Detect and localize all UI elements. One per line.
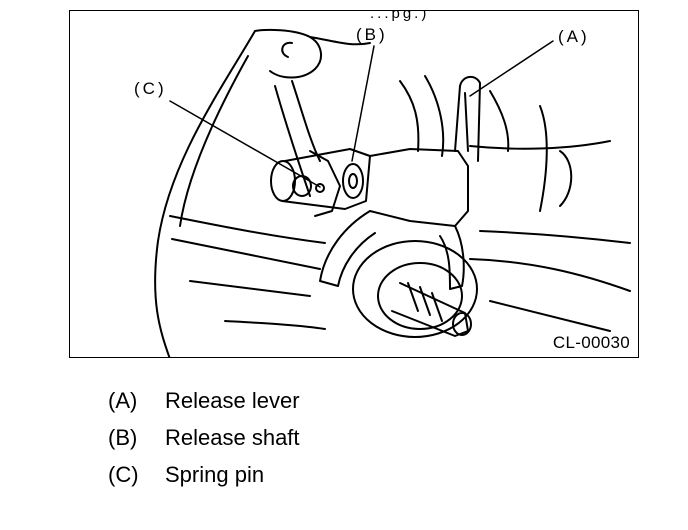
housing-right-curve: [469, 258, 631, 292]
spring-pin: [315, 183, 325, 193]
bearing-outer: [352, 240, 478, 338]
housing-right-curve: [559, 150, 573, 207]
shaft-spline: [407, 282, 419, 312]
shaft-spline: [431, 292, 443, 322]
leader-line-b: [351, 45, 375, 162]
housing-outer-arc: [154, 30, 256, 357]
release-lever-body: [369, 148, 469, 227]
housing-right-curve: [399, 80, 420, 152]
housing-rib: [274, 85, 311, 197]
housing-right-curve: [489, 90, 510, 152]
housing-rib: [224, 320, 326, 330]
clutch-release-mechanism-drawing: [154, 28, 631, 357]
figure-code: CL-00030: [552, 333, 630, 352]
release-shaft: [281, 148, 371, 210]
release-lever-arm-edge: [464, 92, 469, 152]
bearing-inner: [377, 262, 463, 330]
legend-key: (C): [108, 462, 139, 487]
bracket-ridge: [309, 36, 371, 46]
callout-b: (B): [356, 25, 388, 44]
housing-right-curve: [424, 75, 445, 157]
housing-rib: [291, 80, 321, 162]
housing-right-curve: [539, 105, 548, 212]
shaft-end: [270, 160, 296, 202]
input-shaft-end: [452, 312, 472, 336]
housing-right-curve: [479, 230, 631, 244]
housing-rib: [171, 238, 321, 270]
diagram-frame: ...pg.): [69, 10, 639, 358]
callout-a: (A): [558, 27, 590, 46]
partial-caption: ...pg.): [370, 10, 430, 22]
leader-line-c: [169, 100, 321, 188]
legend-label: Release shaft: [165, 425, 300, 450]
legend-key: (A): [108, 388, 138, 413]
release-lever-arm: [454, 75, 481, 162]
legend-key: (B): [108, 425, 138, 450]
legend-label: Spring pin: [165, 462, 265, 487]
housing-bracket: [254, 28, 322, 79]
shaft-bushing: [342, 163, 364, 199]
pin-boss: [309, 150, 341, 217]
release-lever-fork-left: [319, 210, 376, 287]
shaft-spline: [419, 286, 431, 316]
shaft-bushing-inner: [348, 173, 358, 189]
housing-rib: [169, 215, 326, 244]
spring-pin-ring: [292, 175, 312, 197]
housing-inner-arc: [179, 55, 249, 227]
housing-right-curve: [489, 300, 611, 332]
housing-rib: [189, 280, 311, 297]
legend-label: Release lever: [165, 388, 300, 413]
callout-c: (C): [134, 79, 167, 98]
bracket-hole: [281, 41, 293, 58]
leader-line-a: [469, 40, 554, 97]
housing-right-curve: [469, 140, 611, 150]
release-lever-fork-right: [439, 225, 465, 290]
